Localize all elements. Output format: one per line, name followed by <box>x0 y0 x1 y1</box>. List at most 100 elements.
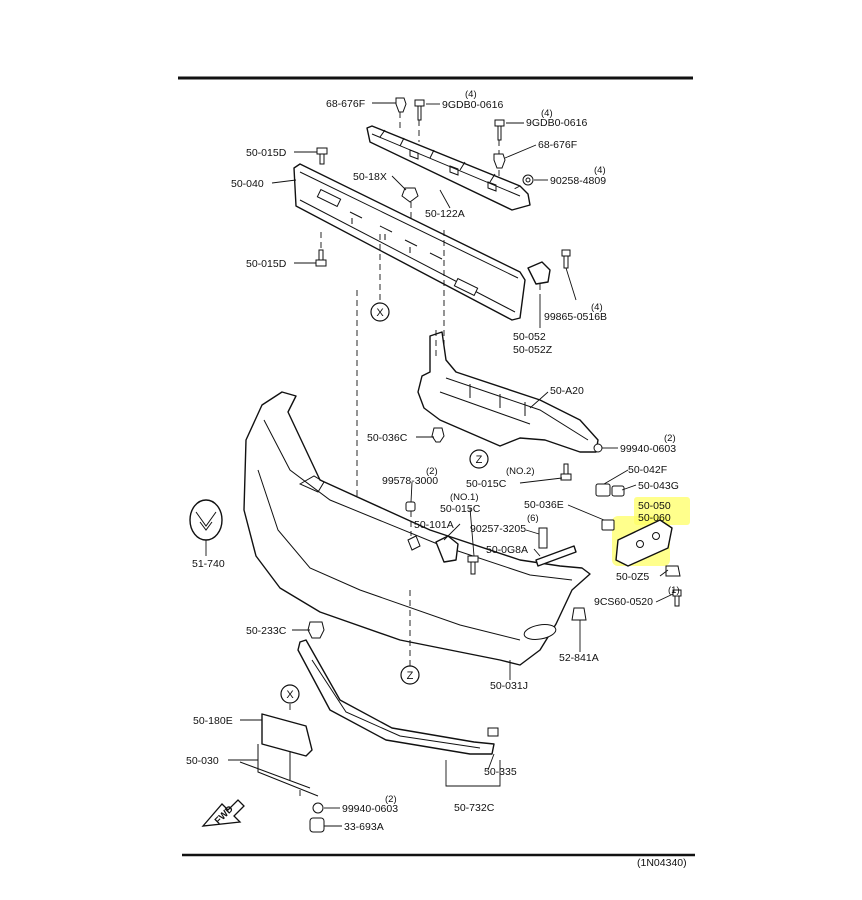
clip-90258-4809 <box>511 174 534 191</box>
ref-z-lower-text: Z <box>407 670 414 682</box>
bolt-50-036c <box>431 427 445 443</box>
label-50-052: 50-052 <box>513 331 546 343</box>
part-labels: 68-676F (4) 9GDB0-0616 (4) 9GDB0-0616 68… <box>186 89 687 869</box>
label-50-335: 50-335 <box>484 766 517 778</box>
label-50-015c-a: 50-015C <box>440 503 481 515</box>
energy-absorber-50-040 <box>293 163 526 321</box>
ref-mark-z-upper: Z <box>469 449 489 469</box>
bolt-50-015d-top <box>316 147 328 165</box>
bolt-50-015d-b <box>315 232 327 267</box>
label-99578-3000: 99578-3000 <box>382 475 438 487</box>
ref-mark-x-upper: X <box>370 302 390 322</box>
label-50-0z5: 50-0Z5 <box>616 571 649 583</box>
ref-x-upper-text: X <box>376 307 384 319</box>
clip-50-036e <box>601 519 615 531</box>
label-50-050: 50-050 <box>638 500 671 512</box>
label-90258-4809: 90258-4809 <box>550 175 606 187</box>
clip-68-676f-top <box>395 97 407 132</box>
label-50-036e: 50-036E <box>524 499 564 511</box>
label-50-101a: 50-101A <box>414 519 454 531</box>
clip-50-335 <box>487 727 499 737</box>
fastener-90257-3205 <box>538 527 548 549</box>
label-50-122a: 50-122A <box>425 208 465 220</box>
reinforcement-50-a20 <box>417 330 599 453</box>
bracket-50-052 <box>527 261 551 296</box>
license-bracket-50-030 <box>239 744 319 800</box>
license-plate-holder-50-180e <box>261 713 313 757</box>
nut-99940-0603-b <box>312 802 324 814</box>
upper-bracket-50-122a <box>366 125 531 211</box>
qty-99940-0603-b: (2) <box>385 794 397 805</box>
clip-99578-3000 <box>405 501 416 536</box>
qty-90258-4809: (4) <box>594 165 606 176</box>
qty-99865-0516b: (4) <box>591 302 603 313</box>
label-50-0g8a: 50-0G8A <box>486 544 528 556</box>
leader-lines <box>205 102 674 827</box>
label-50-015c-b: 50-015C <box>466 478 507 490</box>
label-no2: (NO.2) <box>506 466 535 477</box>
bolt-50-015c-a <box>467 555 479 575</box>
label-50-040: 50-040 <box>231 178 264 190</box>
label-68-676f-b: 68-676F <box>538 139 577 151</box>
label-50-060: 50-060 <box>638 512 671 524</box>
bolt-50-015c-b <box>560 463 572 481</box>
label-50-042f: 50-042F <box>628 464 667 476</box>
label-33-693a: 33-693A <box>344 821 384 833</box>
label-50-180e: 50-180E <box>193 715 233 727</box>
qty-99578-3000: (2) <box>426 466 438 477</box>
side-bracket-50-050-060 <box>615 519 673 567</box>
bumper-fascia-50-031j <box>243 391 591 666</box>
qty-90257-3205: (6) <box>527 513 539 524</box>
label-50-015d-top: 50-015D <box>246 147 287 159</box>
label-50-043g: 50-043G <box>638 480 679 492</box>
bolt-99865-0516b <box>561 249 577 301</box>
clip-50-233c <box>307 621 325 639</box>
qty-9cs60-0520: (1) <box>668 585 680 596</box>
clip-50-042f <box>595 483 611 497</box>
qty-99940-0603-a: (2) <box>664 433 676 444</box>
label-50-732c: 50-732C <box>454 802 495 814</box>
diagram-id: (1N04340) <box>637 857 687 869</box>
label-90257-3205: 90257-3205 <box>470 523 526 535</box>
bolt-9gdb0-0616-b <box>494 119 505 176</box>
qty-9gdb0-0616-b: (4) <box>541 108 553 119</box>
clip-50-0z5 <box>665 565 681 577</box>
label-9gdb0-0616-a: 9GDB0-0616 <box>442 99 503 111</box>
clip-68-676f-b <box>493 153 506 169</box>
clip-50-18x <box>401 187 419 220</box>
label-9cs60-0520: 9CS60-0520 <box>594 596 653 608</box>
label-68-676f-top: 68-676F <box>326 98 365 110</box>
emblem-51-740 <box>189 499 223 541</box>
bolt-9gdb0-0616-a <box>414 99 425 142</box>
seal-50-0g8a <box>535 545 577 567</box>
label-50-031j: 50-031J <box>490 680 528 692</box>
label-50-18x: 50-18X <box>353 171 387 183</box>
fwd-arrow-icon: FWD <box>201 799 245 827</box>
ref-mark-x-lower: X <box>280 684 300 704</box>
qty-9gdb0-0616-a: (4) <box>465 89 477 100</box>
bracket-50-101a <box>407 535 459 563</box>
label-99940-0603-b: 99940-0603 <box>342 803 398 815</box>
ref-mark-z-lower: Z <box>400 665 420 685</box>
label-50-036c: 50-036C <box>367 432 408 444</box>
bolt-9cs60-0520 <box>672 589 682 607</box>
label-50-015d-b: 50-015D <box>246 258 287 270</box>
label-9gdb0-0616-b: 9GDB0-0616 <box>526 117 587 129</box>
clip-33-693a <box>309 817 325 833</box>
ref-z-upper-text: Z <box>476 454 483 466</box>
clip-50-043g <box>611 485 625 497</box>
label-50-030: 50-030 <box>186 755 219 767</box>
clip-99940-0603-a <box>593 443 618 453</box>
label-51-740: 51-740 <box>192 558 225 570</box>
label-50-052z: 50-052Z <box>513 344 553 356</box>
label-no1: (NO.1) <box>450 492 479 503</box>
group-bracket-50-732c <box>445 760 501 787</box>
clip-52-841a <box>571 607 587 621</box>
label-99940-0603-a: 99940-0603 <box>620 443 676 455</box>
ref-x-lower-text: X <box>286 689 294 701</box>
lower-spoiler-50-335 <box>297 639 495 755</box>
label-52-841a: 52-841A <box>559 652 599 664</box>
label-99865-0516b: 99865-0516B <box>544 311 607 323</box>
label-50-233c: 50-233C <box>246 625 287 637</box>
